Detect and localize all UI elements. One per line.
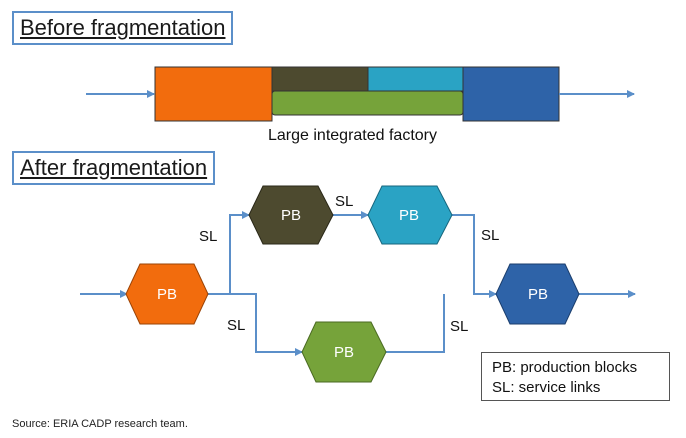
svg-text:PB: PB — [281, 207, 301, 224]
integrated-factory: Large integrated factory — [86, 66, 635, 144]
svg-text:PB: PB — [399, 207, 419, 224]
sl-label-down-left: SL — [227, 317, 245, 334]
service-link-lines — [80, 211, 636, 356]
sl-label-up-left: SL — [199, 228, 217, 245]
after-fragmentation-title: After fragmentation — [12, 151, 216, 185]
pb-top-right: PB — [367, 185, 453, 245]
link-start-to-bottom — [230, 293, 303, 356]
legend-sl: SL: service links — [492, 379, 601, 396]
legend: PB: production blocks SL: service links — [481, 352, 670, 401]
pb-start: PB — [125, 263, 209, 325]
svg-text:PB: PB — [157, 286, 177, 303]
factory-segment-green — [271, 90, 464, 116]
factory-segment-orange — [154, 66, 273, 122]
pb-end: PB — [495, 263, 580, 325]
factory-caption: Large integrated factory — [268, 127, 437, 144]
factory-segment-teal — [367, 66, 464, 92]
sl-label-bottom-right: SL — [450, 318, 468, 335]
link-start-to-top — [208, 211, 250, 295]
legend-pb: PB: production blocks — [492, 359, 638, 376]
factory-segment-olive — [271, 66, 369, 92]
pb-bottom: PB — [301, 321, 387, 383]
svg-text:PB: PB — [528, 286, 548, 303]
source-note: Source: ERIA CADP research team. — [12, 418, 188, 430]
link-bottom-to-end — [386, 294, 445, 353]
factory-segment-blue — [462, 66, 560, 122]
sl-label-top-mid: SL — [335, 193, 353, 210]
pb-top-left: PB — [248, 185, 334, 245]
before-fragmentation-title: Before fragmentation — [12, 11, 234, 45]
svg-text:PB: PB — [334, 344, 354, 361]
link-top-to-end — [452, 214, 497, 298]
sl-label-top-right: SL — [481, 227, 499, 244]
